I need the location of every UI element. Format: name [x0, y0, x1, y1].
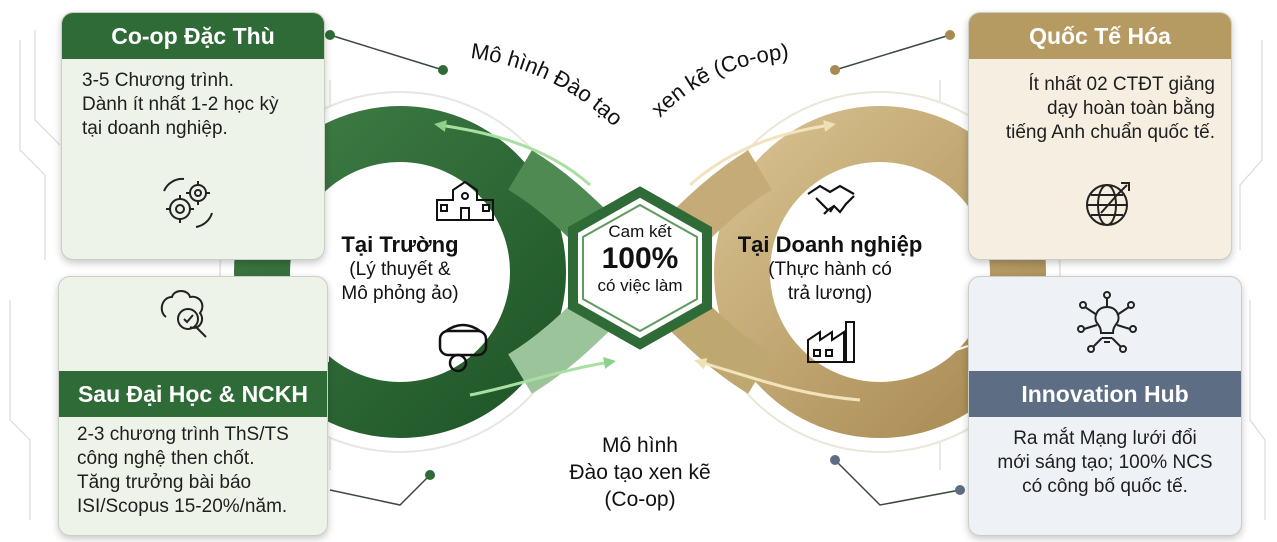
card-innov-line: mới sáng tạo; 100% NCS [997, 452, 1213, 473]
center-line1: Cam kết [608, 222, 672, 241]
card-postgrad-line: công nghệ then chốt. [77, 448, 255, 469]
lightbulb-network-icon [1077, 291, 1137, 353]
gears-icon [163, 177, 213, 228]
card-intl-title: Quốc Tế Hóa [969, 13, 1231, 59]
card-intl-body: Ít nhất 02 CTĐT giảng dạy hoàn toàn bằng… [969, 59, 1231, 145]
right-loop-disc [772, 164, 988, 380]
teacher-board-icon [323, 321, 359, 362]
left-loop-title: Tại Trường [341, 232, 459, 257]
flow-arrow-top-left [434, 120, 592, 187]
bottom-label-line1: Mô hình [602, 434, 678, 457]
card-postgrad-line: Tăng trưởng bài báo [77, 472, 252, 493]
left-loop-sub1: (Lý thuyết & [349, 259, 451, 280]
vr-headset-icon [438, 323, 488, 373]
top-curve-label-right: xen kẽ (Co-op) [646, 39, 790, 122]
flow-arrow-bottom-right [694, 357, 861, 402]
card-innov-line: Ra mắt Mạng lưới đổi [1013, 428, 1197, 449]
card-intl-line: Ít nhất 02 CTĐT giảng [1028, 74, 1215, 95]
card-coop-line: Dành ít nhất 1-2 học kỳ [82, 94, 279, 115]
card-postgrad-body: 2-3 chương trình ThS/TS công nghệ then c… [59, 417, 299, 519]
right-loop-ring [714, 106, 1046, 438]
bottom-label-line3: (Co-op) [604, 488, 676, 511]
svg-text:$: $ [945, 321, 953, 336]
right-loop-sub2: trả lương) [787, 283, 873, 304]
factory-icon [807, 321, 855, 363]
card-coop-body: 3-5 Chương trình. Dành ít nhất 1-2 học k… [62, 59, 324, 141]
card-innov-line: có công bố quốc tế. [1022, 476, 1188, 497]
center-line3: có việc làm [597, 276, 683, 295]
flow-arrow-bottom-left [469, 357, 616, 397]
left-loop-ring [234, 106, 566, 438]
bottom-label-line2: Đào tạo xen kẽ [569, 461, 711, 484]
card-coop-title: Co-op Đặc Thù [62, 13, 324, 59]
card-coop-line: tại doanh nghiệp. [82, 118, 228, 139]
card-postgrad-title: Sau Đại Học & NCKH [59, 371, 327, 417]
bottom-label: Mô hình Đào tạo xen kẽ (Co-op) [530, 432, 750, 513]
card-innov: Innovation Hub Ra mắt Mạng lưới đổi mới … [968, 276, 1242, 536]
card-coop: Co-op Đặc Thù 3-5 Chương trình. Dành ít … [61, 12, 325, 260]
card-postgrad-line: 2-3 chương trình ThS/TS [77, 424, 289, 445]
card-intl-line: tiếng Anh chuẩn quốc tế. [1005, 122, 1215, 143]
card-innov-title: Innovation Hub [969, 371, 1241, 417]
right-loop-text: Tại Doanh nghiệp (Thực hành có trả lương… [730, 232, 930, 306]
right-loop-title: Tại Doanh nghiệp [737, 232, 923, 257]
center-line2: 100% [601, 242, 679, 275]
left-loop-text: Tại Trường (Lý thuyết & Mô phỏng ảo) [330, 232, 470, 306]
card-postgrad: Sau Đại Học & NCKH 2-3 chương trình ThS/… [58, 276, 328, 536]
school-building-icon [436, 180, 494, 221]
flow-arrow-top-right [688, 120, 836, 187]
card-innov-body: Ra mắt Mạng lưới đổi mới sáng tạo; 100% … [969, 423, 1241, 499]
globe-growth-icon [1086, 182, 1130, 226]
right-loop-sub1: (Thực hành có [768, 259, 892, 280]
coin-hand-icon: $ [927, 317, 969, 352]
left-loop-sub2: Mô phỏng ảo) [341, 283, 459, 304]
card-intl-line: dạy hoàn toàn bằng [1047, 98, 1215, 119]
center-hexagon-inner [582, 203, 698, 333]
card-coop-line: 3-5 Chương trình. [82, 70, 234, 91]
card-postgrad-line: ISI/Scopus 15-20%/năm. [77, 496, 288, 517]
handshake-icon [807, 184, 855, 215]
center-commitment: Cam kết 100% có việc làm [580, 222, 700, 296]
card-connectors [329, 34, 961, 506]
brain-magnifier-icon [160, 290, 207, 338]
card-intl: Quốc Tế Hóa Ít nhất 02 CTĐT giảng dạy ho… [968, 12, 1232, 260]
